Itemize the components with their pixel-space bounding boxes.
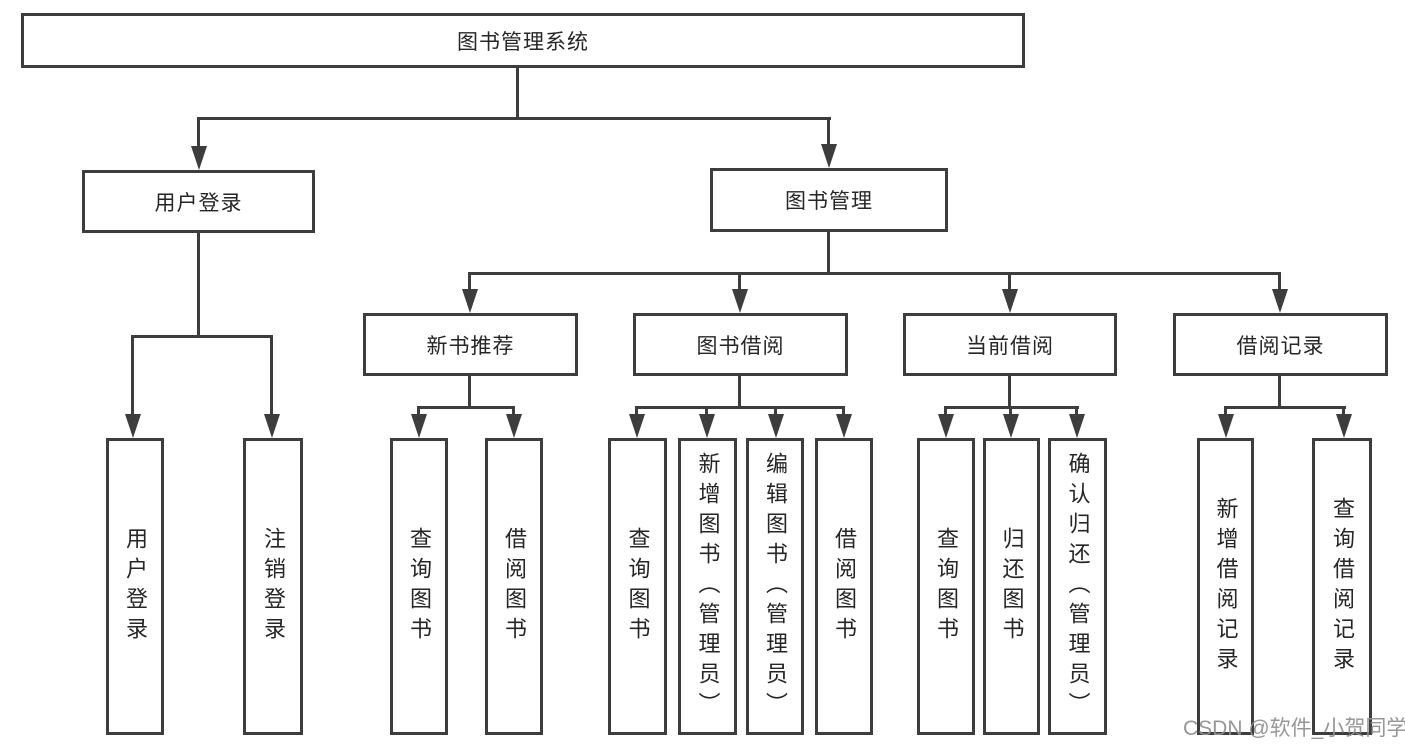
arrow-down-icon [125, 414, 141, 438]
connector-hline [1224, 406, 1346, 409]
node-user-login: 用户登录 [82, 170, 315, 233]
connector-vline [197, 117, 200, 152]
arrow-down-icon [462, 289, 478, 313]
connector-vline [842, 406, 845, 417]
node-new-book-recommend: 新书推荐 [363, 313, 578, 376]
arrow-down-icon [1002, 289, 1018, 313]
leaf-query-borrow-record-label: 查询借阅记录 [1330, 496, 1355, 677]
node-current-borrow: 当前借阅 [903, 313, 1117, 376]
connector-vline [635, 406, 638, 417]
node-root-label: 图书管理系统 [457, 30, 589, 54]
connector-vline [1075, 406, 1078, 417]
connector-vline [1278, 272, 1281, 292]
connector-vline [131, 335, 134, 418]
connector-vline [738, 376, 741, 409]
arrow-down-icon [411, 414, 427, 438]
node-new-book-recommend-label: 新书推荐 [426, 334, 515, 358]
arrow-down-icon [191, 146, 207, 170]
arrow-down-icon [1336, 414, 1352, 438]
connector-vline [468, 272, 471, 292]
leaf-query-books-borrow-label: 查询图书 [625, 526, 651, 647]
leaf-confirm-return-admin-label: 确认归还（管理员） [1065, 451, 1091, 722]
leaf-query-books-recommend: 查询图书 [390, 438, 448, 735]
leaf-add-borrow-record-label: 新增借阅记录 [1213, 496, 1239, 677]
leaf-logout-label: 注销登录 [261, 526, 286, 647]
connector-vline [1224, 406, 1227, 417]
node-book-management: 图书管理 [710, 168, 948, 232]
arrow-down-icon [938, 414, 954, 438]
connector-vline [1342, 406, 1345, 417]
arrow-down-icon [506, 414, 522, 438]
connector-vline [1278, 376, 1281, 409]
arrow-down-icon [264, 414, 280, 438]
connector-vline [1008, 376, 1011, 409]
connector-vline [512, 406, 515, 417]
leaf-edit-books-admin: 编辑图书（管理员） [746, 438, 804, 735]
leaf-add-books-admin-label: 新增图书（管理员） [695, 451, 721, 722]
connector-vline [468, 376, 471, 409]
connector-vline [705, 406, 708, 417]
node-borrow-records: 借阅记录 [1173, 313, 1388, 376]
node-current-borrow-label: 当前借阅 [966, 334, 1054, 358]
leaf-add-borrow-record: 新增借阅记录 [1197, 438, 1254, 735]
leaf-confirm-return-admin: 确认归还（管理员） [1048, 438, 1107, 735]
node-book-borrow-label: 图书借阅 [696, 334, 785, 358]
arrow-down-icon [1003, 414, 1019, 438]
leaf-logout: 注销登录 [243, 438, 303, 735]
arrow-down-icon [821, 144, 837, 168]
csdn-watermark: CSDN @软件_小贺同学 [1183, 717, 1405, 740]
leaf-query-books-borrow: 查询图书 [608, 438, 667, 735]
connector-vline [774, 406, 777, 417]
connector-vline [827, 232, 830, 275]
leaf-edit-books-admin-label: 编辑图书（管理员） [763, 451, 788, 722]
node-book-borrow: 图书借阅 [633, 313, 848, 376]
node-borrow-records-label: 借阅记录 [1236, 334, 1325, 358]
connector-vline [1008, 272, 1011, 292]
leaf-query-borrow-record: 查询借阅记录 [1312, 438, 1372, 735]
connector-hline [131, 335, 273, 338]
leaf-user-login-label: 用户登录 [123, 526, 148, 647]
arrow-down-icon [629, 414, 645, 438]
connector-hline [468, 272, 1281, 275]
connector-vline [827, 117, 830, 150]
leaf-return-books-label: 归还图书 [999, 526, 1025, 647]
arrow-down-icon [1069, 414, 1085, 438]
connector-vline [270, 335, 273, 418]
leaf-user-login: 用户登录 [106, 438, 164, 735]
leaf-return-books: 归还图书 [983, 438, 1040, 735]
arrow-down-icon [1218, 414, 1234, 438]
node-root: 图书管理系统 [21, 13, 1025, 68]
leaf-query-books-current-label: 查询图书 [934, 526, 959, 647]
leaf-borrow-books-recommend: 借阅图书 [485, 438, 543, 735]
connector-vline [1009, 406, 1012, 417]
connector-vline [738, 272, 741, 292]
connector-hline [417, 406, 515, 409]
arrow-down-icon [768, 414, 784, 438]
connector-hline [635, 406, 845, 409]
connector-vline [197, 233, 200, 338]
connector-hline [198, 117, 831, 120]
leaf-borrow-books: 借阅图书 [815, 438, 873, 735]
arrow-down-icon [732, 289, 748, 313]
node-user-login-label: 用户登录 [154, 191, 243, 215]
arrow-down-icon [1272, 289, 1288, 313]
leaf-borrow-books-recommend-label: 借阅图书 [502, 526, 527, 647]
connector-vline [417, 406, 420, 417]
leaf-query-books-recommend-label: 查询图书 [407, 526, 432, 647]
node-book-management-label: 图书管理 [785, 190, 873, 213]
connector-vline [944, 406, 947, 417]
arrow-down-icon [836, 414, 852, 438]
leaf-add-books-admin: 新增图书（管理员） [678, 438, 737, 735]
arrow-down-icon [699, 414, 715, 438]
leaf-query-books-current: 查询图书 [917, 438, 975, 735]
leaf-borrow-books-label: 借阅图书 [832, 526, 857, 647]
connector-vline [516, 68, 519, 117]
